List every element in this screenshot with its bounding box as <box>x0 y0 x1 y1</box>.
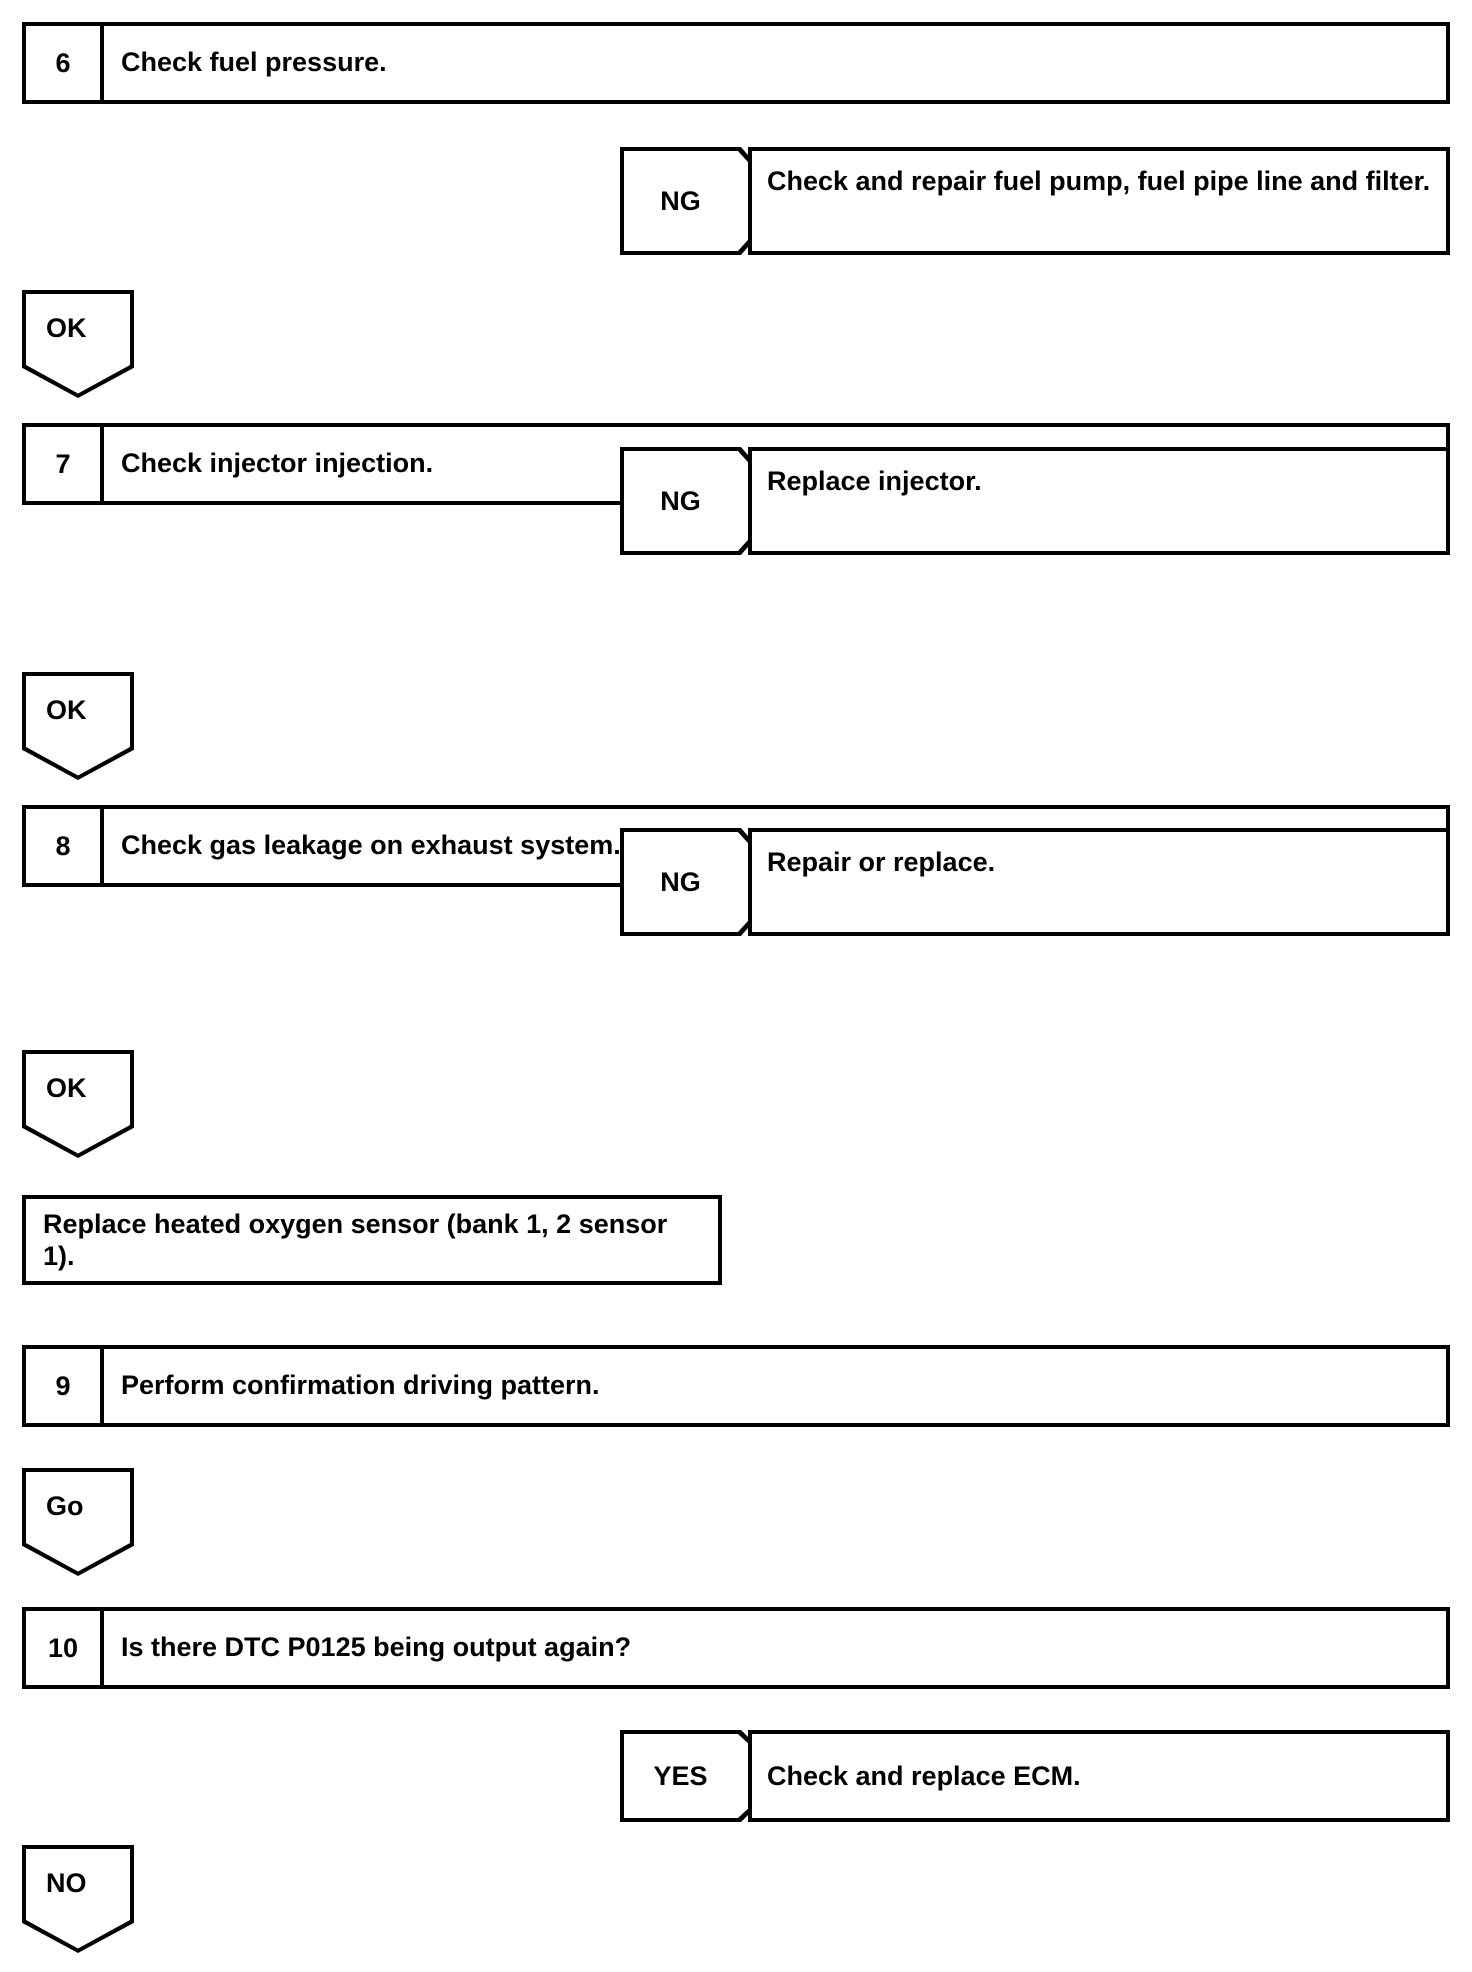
step-number: 6 <box>26 26 104 100</box>
action-box-replace-sensor: Replace heated oxygen sensor (bank 1, 2 … <box>22 1195 722 1285</box>
step-box-10: 10 Is there DTC P0125 being output again… <box>22 1607 1450 1689</box>
judgement-label: NG <box>660 485 701 516</box>
action-text: Replace heated oxygen sensor (bank 1, 2 … <box>43 1208 668 1271</box>
step-number: 10 <box>26 1611 104 1685</box>
judgement-label: OK <box>46 1073 87 1104</box>
judgement-label: NO <box>46 1868 87 1899</box>
judgement-label: OK <box>46 313 87 344</box>
judgement-label: NG <box>660 866 701 897</box>
judgement-label: YES <box>653 1760 708 1791</box>
judgement-label: NG <box>660 185 701 216</box>
result-text: Check and replace ECM. <box>767 1760 1081 1791</box>
judgement-arrow-ok-6: OK <box>22 290 134 398</box>
result-text: Replace injector. <box>767 466 982 496</box>
result-box-ng-8: Repair or replace. <box>748 828 1450 936</box>
judgement-arrow-go-9: Go <box>22 1468 134 1576</box>
step-text: Check injector injection. <box>121 448 434 479</box>
judgement-arrow-no-10: NO <box>22 1845 134 1953</box>
judgement-label: Go <box>46 1491 84 1522</box>
step-number: 8 <box>26 809 104 883</box>
step-text: Perform confirmation driving pattern. <box>121 1370 600 1401</box>
judgement-arrow-ok-7: OK <box>22 672 134 780</box>
result-text: Check and repair fuel pump, fuel pipe li… <box>767 166 1431 196</box>
step-text: Check gas leakage on exhaust system. <box>121 830 621 861</box>
result-box-ng-7: Replace injector. <box>748 447 1450 555</box>
step-box-9: 9 Perform confirmation driving pattern. <box>22 1345 1450 1427</box>
step-number: 9 <box>26 1349 104 1423</box>
judgement-label: OK <box>46 695 87 726</box>
step-text: Is there DTC P0125 being output again? <box>121 1632 632 1663</box>
judgement-arrow-ok-8: OK <box>22 1050 134 1158</box>
result-text: Repair or replace. <box>767 847 996 877</box>
result-box-ng-6: Check and repair fuel pump, fuel pipe li… <box>748 147 1450 255</box>
step-number: 7 <box>26 427 104 501</box>
step-box-6: 6 Check fuel pressure. <box>22 22 1450 104</box>
step-text: Check fuel pressure. <box>121 47 387 78</box>
result-box-yes-10: Check and replace ECM. <box>748 1730 1450 1822</box>
